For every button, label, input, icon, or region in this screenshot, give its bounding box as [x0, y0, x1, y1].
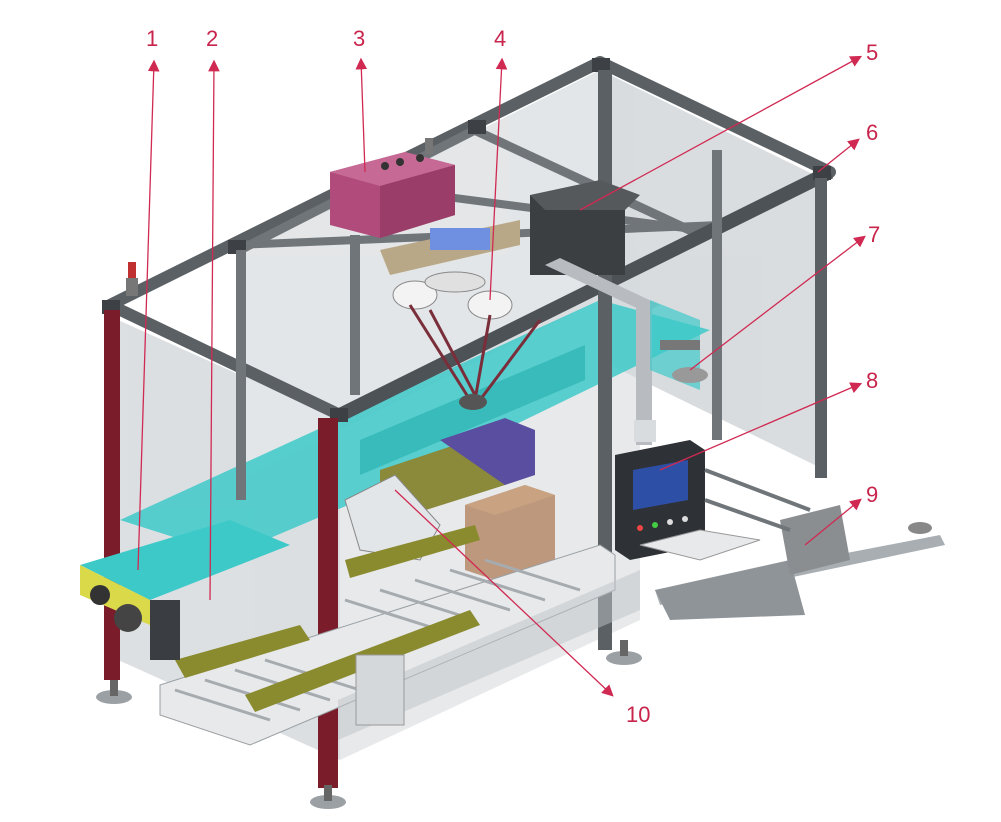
callout-1: 1: [137, 26, 160, 571]
callout-6: 6: [817, 120, 878, 173]
callout-8: 8: [659, 368, 878, 471]
callout-10-label: 10: [626, 702, 650, 727]
delta-robot: [380, 180, 640, 410]
infeed-belt-conveyor: [80, 520, 290, 660]
case-erecting-section: [344, 418, 535, 561]
callout-1-label: 1: [146, 26, 158, 51]
machine-illustration: [80, 56, 945, 809]
callout-7-label: 7: [868, 222, 880, 247]
callout-8-label: 8: [866, 368, 878, 393]
hmi-touch-panel: [615, 440, 705, 560]
signal-lamp: [126, 262, 138, 296]
callout-9: 9: [804, 482, 878, 546]
callout-9-label: 9: [866, 482, 878, 507]
callout-2-label: 2: [206, 26, 218, 51]
callouts: 1 2 3 4 5 6 7 8: [137, 26, 880, 727]
base-and-feet: [96, 570, 642, 809]
callout-4-label: 4: [494, 26, 506, 51]
callout-4: 4: [489, 26, 508, 301]
upper-conveyor: [120, 300, 710, 555]
carton-magazine: [650, 300, 708, 390]
callout-6-label: 6: [866, 120, 878, 145]
callout-10: 10: [394, 489, 650, 727]
callout-3-label: 3: [353, 26, 365, 51]
hmi-arm: [545, 258, 660, 445]
carton-box: [465, 485, 555, 580]
callout-5: 5: [579, 40, 878, 211]
callout-3: 3: [353, 26, 368, 173]
callout-2: 2: [206, 26, 220, 601]
callout-7: 7: [689, 222, 880, 371]
electrical-control-box: [330, 138, 455, 238]
callout-5-label: 5: [866, 40, 878, 65]
